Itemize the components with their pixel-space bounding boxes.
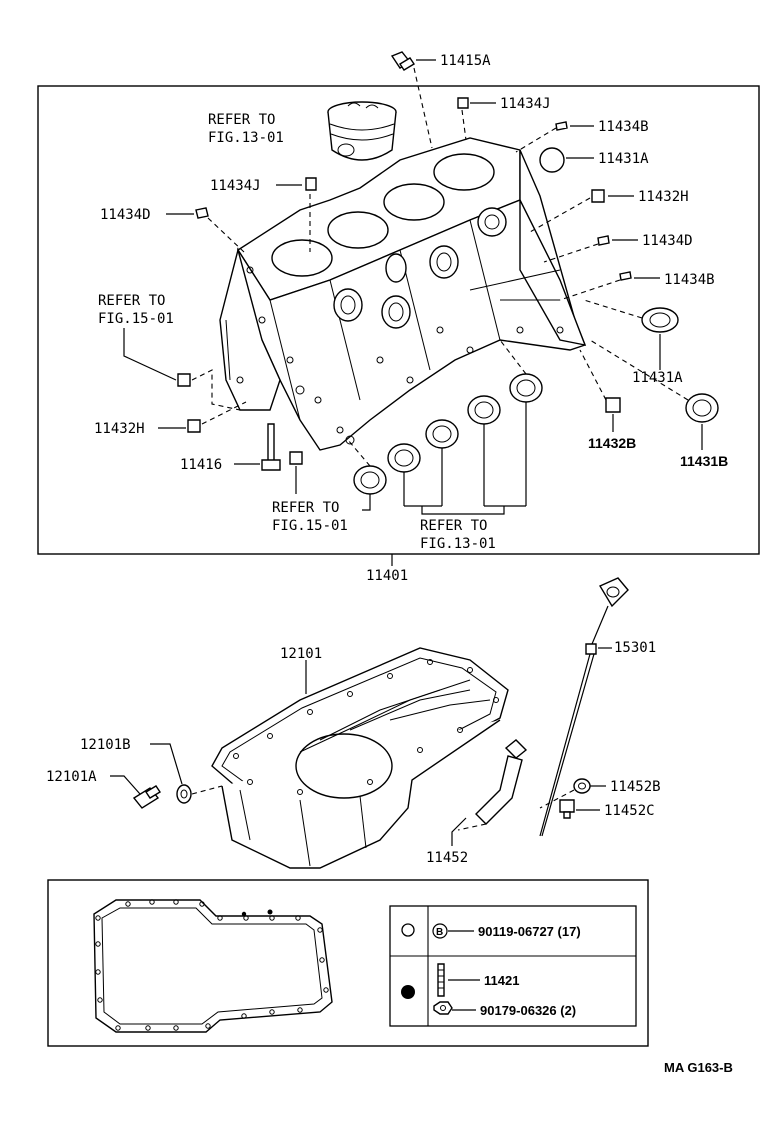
- nut-icon: [433, 1001, 453, 1015]
- label-11432b: 11432B: [588, 435, 636, 451]
- pin-11434j-left-icon: [305, 177, 317, 191]
- label-11434d-left: 11434D: [100, 207, 151, 223]
- label-11416: 11416: [180, 457, 222, 473]
- seal-11431a-mid-icon: [641, 307, 679, 333]
- refer-to-bottom-right: REFER TO: [420, 518, 487, 534]
- plug-11432h-right-icon: [591, 189, 605, 203]
- plug-11432h-left-icon: [187, 419, 201, 433]
- pin-11434b-right-icon: [619, 271, 632, 281]
- bearing-2-icon: [387, 443, 421, 473]
- label-11434d-right: 11434D: [642, 233, 693, 249]
- label-12101b: 12101B: [80, 737, 131, 753]
- oil-pan-gasket-icon: [93, 899, 333, 1033]
- bearing-3-icon: [425, 419, 459, 449]
- pin-11434j-top-icon: [457, 97, 469, 109]
- label-11452b: 11452B: [610, 779, 661, 795]
- plug-11432b-icon: [605, 397, 621, 413]
- legend-table: [389, 905, 637, 1027]
- label-11421: 11421: [484, 973, 519, 988]
- refer-to-piston: REFER TO: [208, 112, 275, 128]
- label-11434j-top: 11434J: [500, 96, 551, 112]
- drain-plug-12101a-icon: [132, 785, 161, 809]
- cylinder-block-icon: [219, 137, 587, 451]
- badge-letter: B: [436, 927, 443, 938]
- legend-frame: [47, 879, 649, 1047]
- pin-11434b-top-icon: [555, 121, 568, 131]
- label-11434b-top: 11434B: [598, 119, 649, 135]
- legend-row1-part: 90119-06727 (17): [478, 924, 581, 939]
- block-group-frame: [37, 85, 760, 555]
- cap-11431a-top-icon: [539, 147, 565, 173]
- plug-11415a-icon: [390, 51, 415, 71]
- bolt-b-badge-icon: B: [432, 923, 448, 939]
- plug-left-icon: [177, 373, 191, 387]
- label-11432h-left: 11432H: [94, 421, 145, 437]
- label-11452: 11452: [426, 850, 468, 866]
- legend-row3-part: 90179-06326 (2): [480, 1003, 576, 1018]
- open-circle-icon: [401, 923, 415, 937]
- pin-11434d-left-icon: [195, 207, 209, 219]
- label-11432h-right: 11432H: [638, 189, 689, 205]
- fig-15-01-left: FIG.15-01: [98, 311, 174, 327]
- fig-13-01-piston: FIG.13-01: [208, 130, 284, 146]
- refer-to-bottom-left: REFER TO: [272, 500, 339, 516]
- dipstick-15301-icon: [539, 577, 629, 837]
- fig-15-01-bottom: FIG.15-01: [272, 518, 348, 534]
- gasket-12101b-icon: [176, 784, 192, 804]
- label-11452c: 11452C: [604, 803, 655, 819]
- label-11415a: 11415A: [440, 53, 491, 69]
- label-12101: 12101: [280, 646, 322, 662]
- bearing-1-icon: [353, 465, 387, 495]
- bearing-4-icon: [467, 395, 501, 425]
- label-11431a-mid: 11431A: [632, 370, 683, 386]
- stud-11421-icon: [437, 963, 445, 997]
- label-11431b: 11431B: [680, 453, 728, 469]
- label-11434j-left: 11434J: [210, 178, 261, 194]
- stud-11416-icon: [261, 423, 281, 471]
- bearing-5-icon: [509, 373, 543, 403]
- diagram-code: MA G163-B: [664, 1060, 733, 1075]
- label-11401: 11401: [366, 568, 408, 584]
- oil-pan-icon: [211, 647, 509, 869]
- pin-11434d-right-icon: [597, 235, 610, 246]
- filled-circle-icon: [401, 985, 415, 999]
- refer-to-left: REFER TO: [98, 293, 165, 309]
- fig-13-01-bottom: FIG.13-01: [420, 536, 496, 552]
- bolt-11452c-icon: [559, 799, 575, 819]
- label-12101a: 12101A: [46, 769, 97, 785]
- label-11431a-top: 11431A: [598, 151, 649, 167]
- plug-15-01-bottom-icon: [289, 451, 303, 465]
- ring-11452b-icon: [573, 778, 591, 794]
- piston-icon: [327, 101, 397, 161]
- label-15301: 15301: [614, 640, 656, 656]
- guide-tube-11452-icon: [475, 739, 528, 825]
- label-11434b-right: 11434B: [664, 272, 715, 288]
- seal-11431b-icon: [685, 393, 719, 423]
